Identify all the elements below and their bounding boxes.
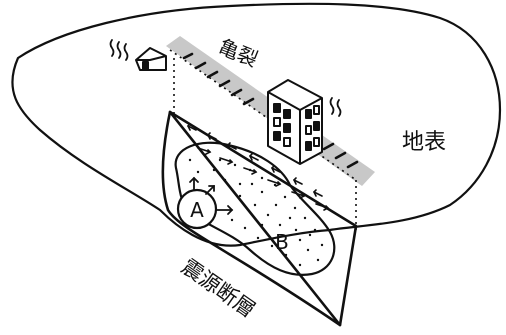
slip-arrows-icon	[189, 176, 234, 215]
region-a-label: A	[190, 198, 204, 222]
fault-plane-outline	[168, 110, 358, 327]
shaking-marks-icon	[109, 39, 342, 117]
projection-lines	[169, 49, 357, 232]
stipple-dots	[188, 153, 324, 267]
surface-label: 地表	[402, 130, 446, 155]
region-b-label: B	[275, 230, 289, 254]
rupture-arrows-icon	[187, 123, 330, 211]
building-icon	[267, 79, 323, 165]
fault-plane-left-edge	[161, 110, 342, 327]
region-a-circle	[176, 188, 218, 230]
house-icon	[135, 47, 167, 71]
ground-surface-outline	[11, 2, 502, 247]
